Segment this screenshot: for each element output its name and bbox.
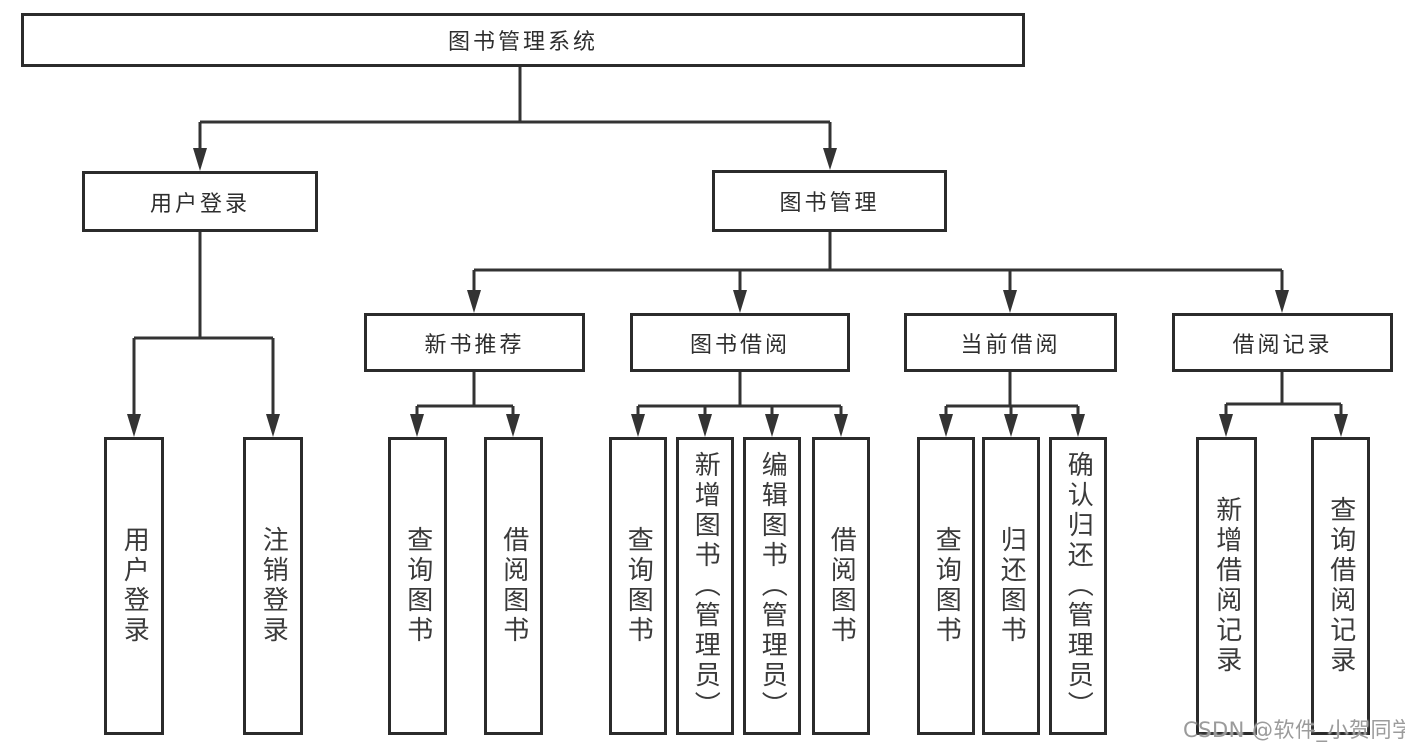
leaf-borrow-books: 借阅图书 — [812, 437, 870, 735]
leaf-query-books-recommend-label: 查询图书 — [402, 526, 433, 646]
leaf-return-books-label: 归还图书 — [996, 526, 1027, 646]
leaf-query-books-borrow: 查询图书 — [609, 437, 667, 735]
leaf-edit-books-admin: 编辑图书（管理员） — [743, 437, 801, 735]
leaf-logout-label: 注销登录 — [258, 526, 289, 646]
node-book-borrow-label: 图书借阅 — [689, 332, 790, 358]
leaf-query-borrow-record: 查询借阅记录 — [1311, 437, 1370, 735]
leaf-borrow-books-recommend: 借阅图书 — [484, 437, 543, 735]
leaf-confirm-return-admin-label: 确认归还（管理员） — [1063, 451, 1094, 721]
node-user-login-label: 用户登录 — [149, 191, 250, 217]
leaf-query-books-current: 查询图书 — [917, 437, 975, 735]
connector-root-to-level2 — [193, 67, 837, 171]
leaf-user-login: 用户登录 — [104, 437, 164, 735]
connector-current-borrow-children — [939, 372, 1085, 437]
leaf-borrow-books-label: 借阅图书 — [826, 526, 857, 646]
leaf-add-borrow-record-label: 新增借阅记录 — [1211, 496, 1242, 676]
node-root-label: 图书管理系统 — [447, 30, 598, 55]
leaf-add-books-admin: 新增图书（管理员） — [676, 437, 734, 735]
node-book-management: 图书管理 — [712, 170, 947, 232]
leaf-confirm-return-admin: 确认归还（管理员） — [1049, 437, 1107, 735]
csdn-watermark: CSDN @软件_小贺同学 — [1183, 718, 1405, 742]
node-borrow-records: 借阅记录 — [1172, 313, 1393, 372]
leaf-logout: 注销登录 — [243, 437, 303, 735]
leaf-query-books-borrow-label: 查询图书 — [623, 526, 654, 646]
connector-new-book-recommend-children — [410, 372, 520, 437]
node-current-borrow-label: 当前借阅 — [960, 332, 1061, 358]
node-book-borrow: 图书借阅 — [630, 313, 850, 372]
connector-user-login-children — [127, 232, 280, 437]
leaf-query-books-recommend: 查询图书 — [388, 437, 447, 735]
node-new-book-recommend-label: 新书推荐 — [424, 332, 525, 358]
connector-borrow-records-children — [1219, 372, 1348, 437]
leaf-query-borrow-record-label: 查询借阅记录 — [1325, 496, 1356, 676]
leaf-query-books-current-label: 查询图书 — [931, 526, 962, 646]
node-book-management-label: 图书管理 — [779, 191, 880, 216]
leaf-return-books: 归还图书 — [982, 437, 1040, 735]
leaf-add-borrow-record: 新增借阅记录 — [1196, 437, 1257, 735]
node-borrow-records-label: 借阅记录 — [1232, 332, 1333, 358]
node-user-login: 用户登录 — [82, 171, 318, 232]
connector-book-management-children — [467, 232, 1289, 313]
leaf-user-login-label: 用户登录 — [119, 526, 150, 646]
node-current-borrow: 当前借阅 — [904, 313, 1117, 372]
node-root-library-system: 图书管理系统 — [21, 13, 1025, 67]
leaf-edit-books-admin-label: 编辑图书（管理员） — [757, 451, 788, 721]
node-new-book-recommend: 新书推荐 — [364, 313, 585, 372]
leaf-add-books-admin-label: 新增图书（管理员） — [690, 451, 721, 721]
leaf-borrow-books-recommend-label: 借阅图书 — [498, 526, 529, 646]
connector-book-borrow-children — [631, 372, 848, 437]
